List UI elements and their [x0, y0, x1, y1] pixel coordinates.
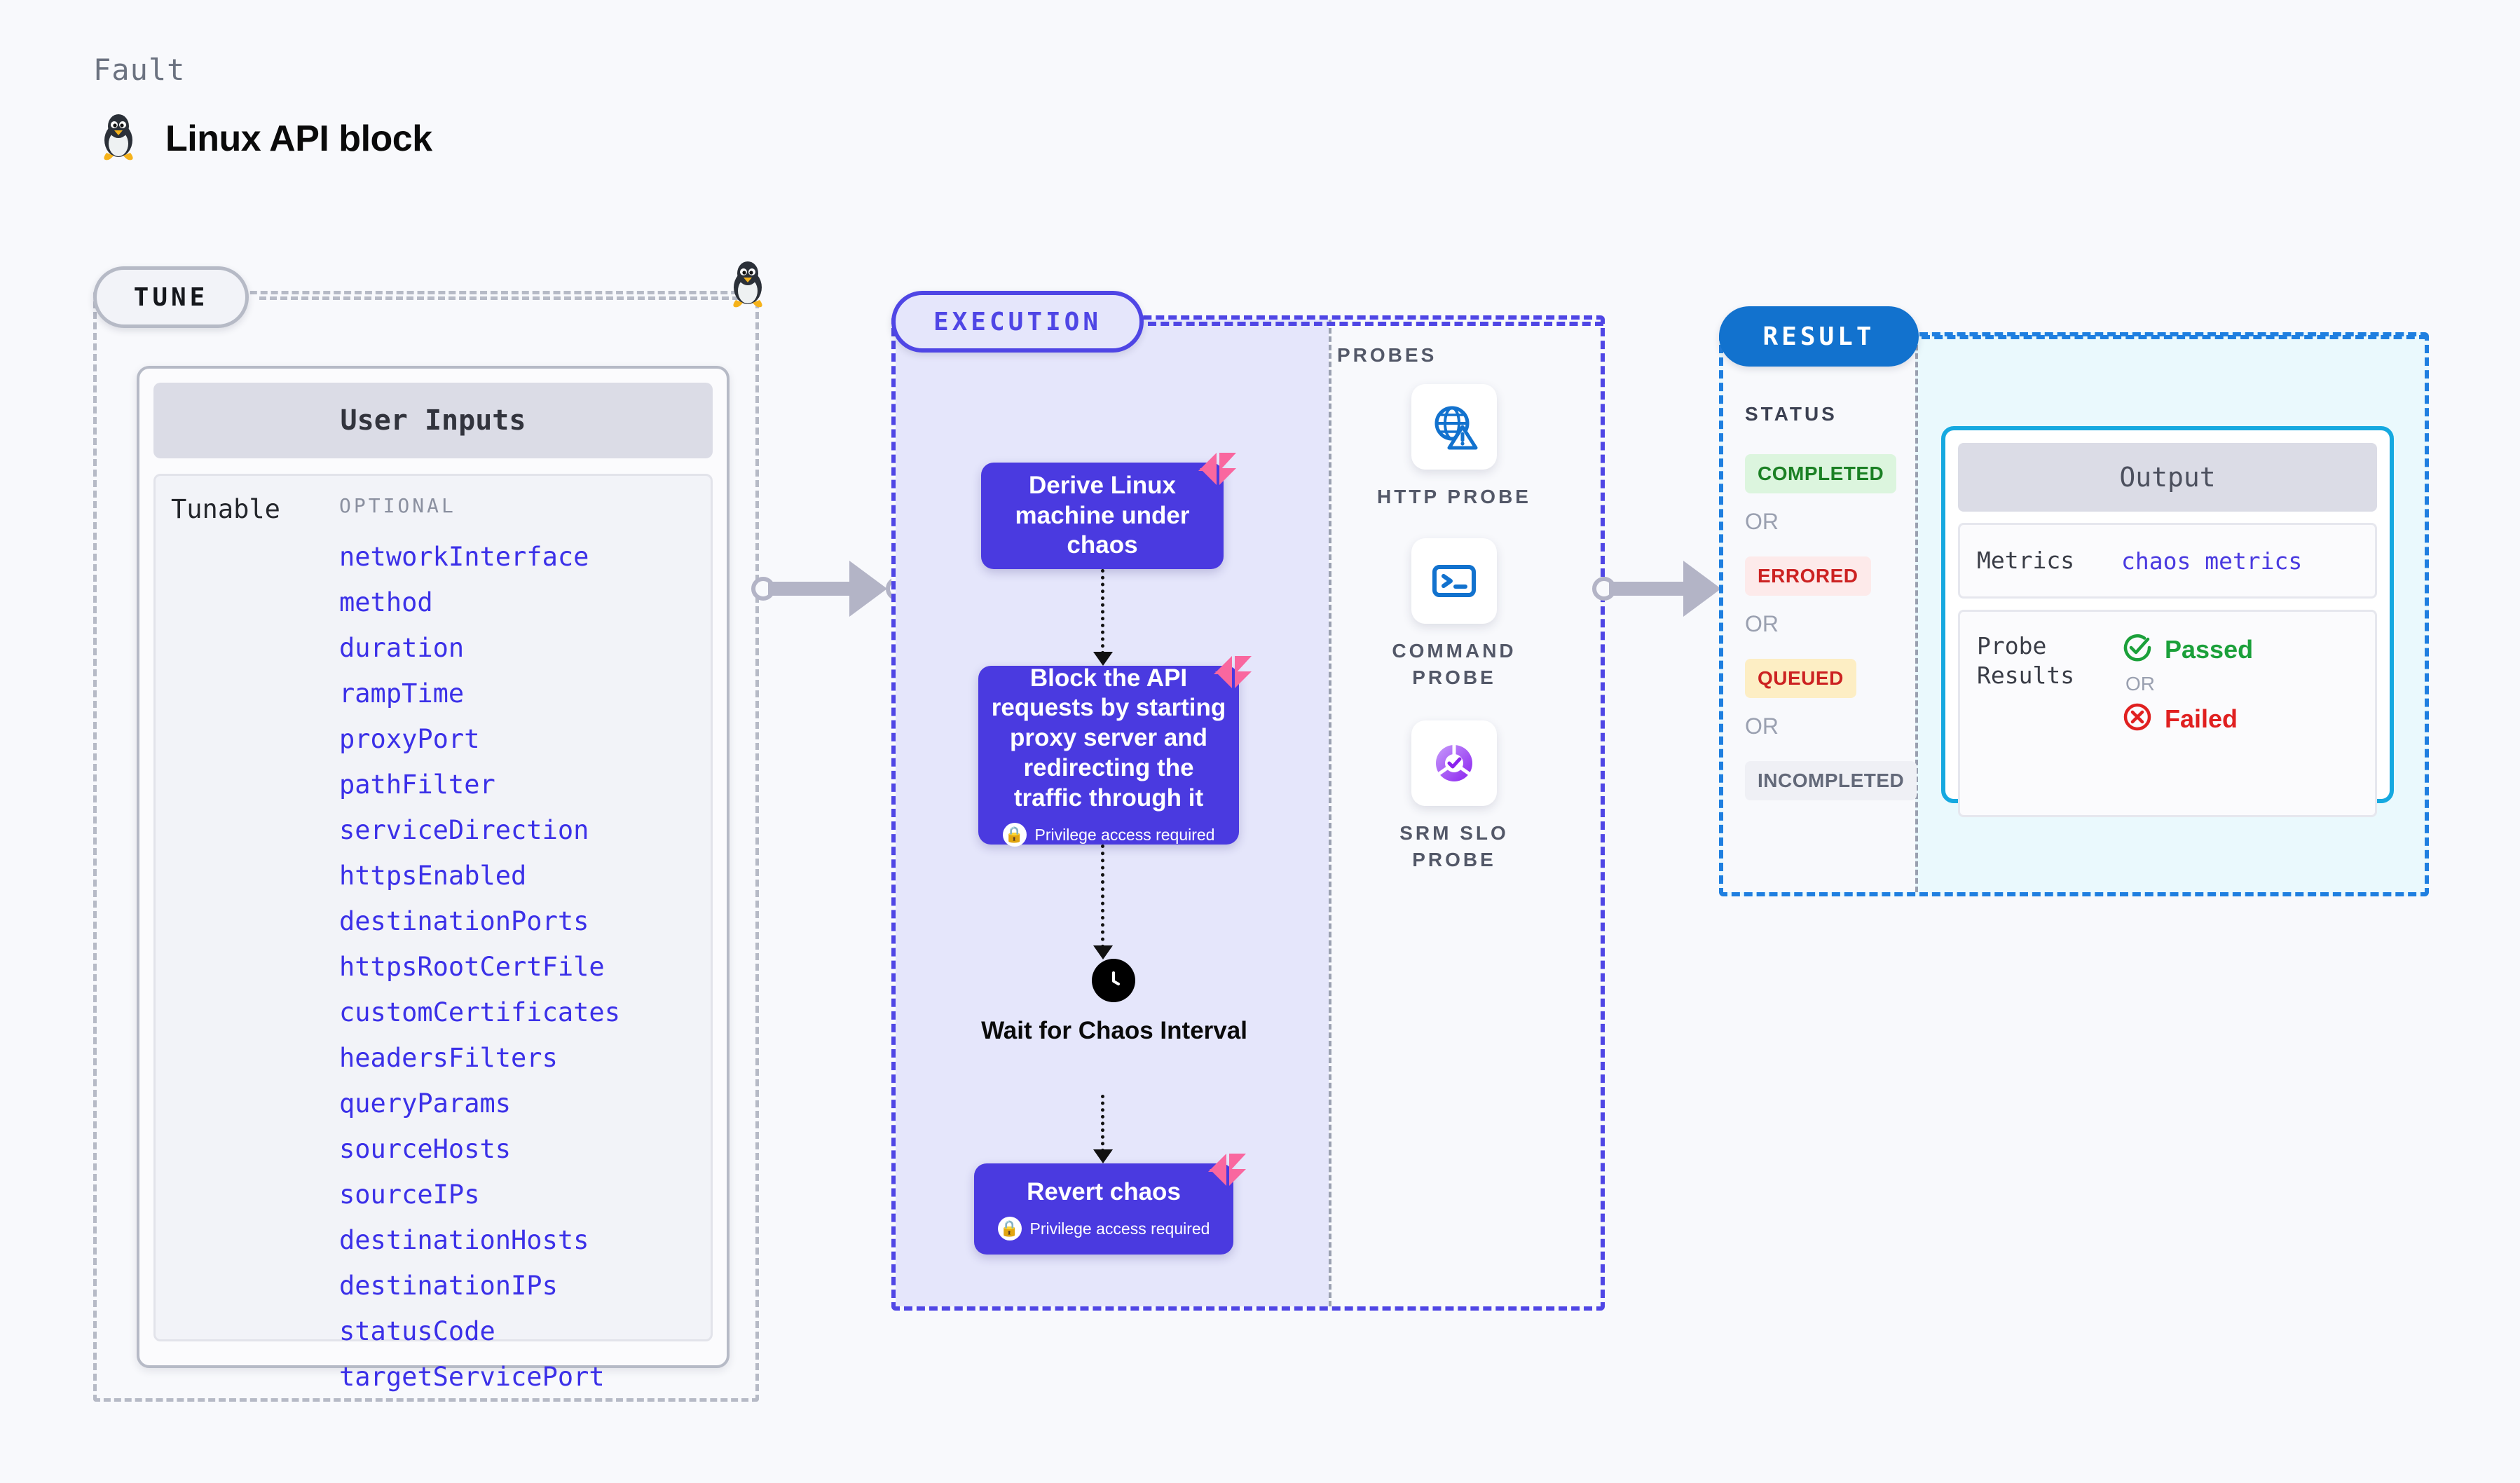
result-badge[interactable]: RESULT [1719, 306, 1919, 367]
param-item[interactable]: method [339, 587, 433, 617]
execution-leader-line [1148, 322, 1603, 326]
tunable-params-col: OPTIONAL networkInterface method duratio… [336, 494, 711, 1390]
user-inputs-card: User Inputs Tunable OPTIONAL networkInte… [137, 366, 730, 1390]
param-item[interactable]: customCertificates [339, 997, 620, 1027]
probe-srm-slo[interactable]: SRM SLO PROBE [1367, 720, 1542, 873]
flow-connector [1101, 569, 1104, 655]
flow-arrow-tip [1093, 1149, 1113, 1163]
execution-probes-divider [1329, 320, 1331, 1306]
tunable-label-col: Tunable [156, 494, 336, 1339]
status-title: STATUS [1745, 403, 1837, 425]
revert-ribbon-icon [1211, 650, 1254, 694]
param-item[interactable]: destinationHosts [339, 1225, 589, 1255]
probe-failed-label: Failed [2165, 704, 2238, 733]
tune-badge[interactable]: TUNE [93, 266, 249, 328]
status-badge: ERRORED [1745, 556, 1871, 596]
or-separator: OR [1745, 611, 1779, 636]
probe-command[interactable]: COMMAND PROBE [1367, 538, 1542, 691]
check-circle-icon [2121, 631, 2153, 667]
fault-kicker: Fault [93, 53, 186, 87]
execution-badge[interactable]: EXECUTION [891, 291, 1144, 353]
page-title-text: Linux API block [165, 118, 432, 159]
privilege-note-text: Privilege access required [1034, 826, 1215, 845]
execution-node-derive[interactable]: Derive Linux machine under chaos [981, 453, 1236, 569]
tunable-label: Tunable [171, 494, 280, 524]
output-row-metrics: Metrics chaos metrics [1958, 523, 2377, 599]
flow-arrow-tip [1093, 945, 1113, 959]
param-item[interactable]: queryParams [339, 1088, 512, 1119]
probe-results-key: Probe Results [1977, 632, 2075, 690]
privilege-note-text: Privilege access required [1029, 1219, 1210, 1238]
execution-node-label: Revert chaos [1027, 1177, 1181, 1205]
param-item[interactable]: networkInterface [339, 542, 589, 572]
tune-leader-line [259, 296, 750, 300]
param-item[interactable]: destinationPorts [339, 906, 589, 936]
flow-arrow-tip [1093, 652, 1113, 666]
lock-icon: 🔒 [1002, 823, 1027, 847]
revert-ribbon-icon [1196, 447, 1239, 491]
tune-panel [93, 291, 759, 1402]
param-item[interactable]: targetServicePort [339, 1362, 605, 1392]
page-title: Linux API block [98, 112, 432, 165]
metrics-value-link[interactable]: chaos metrics [2121, 547, 2303, 575]
execution-node-revert[interactable]: Revert chaos 🔒 Privilege access required [974, 1154, 1246, 1255]
or-separator: OR [1745, 713, 1779, 739]
status-badge: QUEUED [1745, 659, 1856, 698]
execution-node-block-api[interactable]: Block the API requests by starting proxy… [978, 656, 1252, 847]
tunable-section: Tunable OPTIONAL networkInterface method… [153, 474, 713, 1390]
param-item[interactable]: rampTime [339, 678, 465, 709]
probe-http[interactable]: HTTP PROBE [1367, 384, 1542, 510]
probe-result-passed: Passed [2121, 631, 2253, 667]
clock-icon [1092, 959, 1135, 1002]
terminal-icon [1411, 538, 1497, 624]
status-badge: COMPLETED [1745, 454, 1897, 493]
linux-penguin-icon [727, 259, 768, 315]
x-circle-icon [2121, 701, 2153, 737]
param-item[interactable]: destinationIPs [339, 1271, 558, 1301]
param-item[interactable]: serviceDirection [339, 815, 589, 845]
flow-connector [1101, 845, 1104, 948]
execution-node-label: Derive Linux machine under chaos [1015, 471, 1190, 559]
connector-tune-to-execution [751, 561, 912, 617]
linux-penguin-icon [98, 112, 139, 165]
status-badge: INCOMPLETED [1745, 761, 1917, 800]
output-card: Output Metrics chaos metrics Probe Resul… [1941, 426, 2394, 817]
globe-warning-icon [1411, 384, 1497, 470]
metrics-key: Metrics [1977, 546, 2075, 574]
flow-connector [1101, 1095, 1104, 1152]
user-inputs-heading: User Inputs [153, 383, 713, 458]
probe-result-failed: Failed [2121, 701, 2253, 737]
probe-label: HTTP PROBE [1377, 486, 1531, 507]
revert-ribbon-icon [1205, 1148, 1249, 1191]
param-item[interactable]: pathFilter [339, 770, 495, 800]
probe-results-values: Passed OR Failed [2121, 631, 2253, 737]
param-item[interactable]: duration [339, 633, 465, 663]
privilege-note: 🔒 Privilege access required [1002, 823, 1215, 847]
param-item[interactable]: headersFilters [339, 1043, 558, 1073]
param-item[interactable]: proxyPort [339, 724, 480, 754]
probe-label: COMMAND PROBE [1392, 640, 1516, 688]
output-row-probe-results: Probe Results Passed OR [1958, 610, 2377, 817]
param-item[interactable]: httpsEnabled [339, 861, 527, 891]
result-leader-line [1922, 335, 2427, 339]
result-divider [1915, 336, 1918, 892]
probe-label: SRM SLO PROBE [1399, 822, 1509, 870]
privilege-note: 🔒 Privilege access required [997, 1217, 1210, 1241]
param-item[interactable]: statusCode [339, 1316, 495, 1346]
param-item[interactable]: sourceIPs [339, 1180, 480, 1210]
or-separator: OR [2125, 673, 2155, 695]
output-heading: Output [1958, 443, 2377, 512]
param-item[interactable]: httpsRootCertFile [339, 952, 605, 982]
slo-donut-check-icon [1411, 720, 1497, 806]
probe-passed-label: Passed [2165, 634, 2254, 664]
execution-node-wait-label: Wait for Chaos Interval [981, 1017, 1247, 1044]
param-item[interactable]: sourceHosts [339, 1134, 512, 1164]
probes-title: PROBES [1337, 344, 1437, 366]
execution-node-label: Block the API requests by starting proxy… [991, 664, 1226, 812]
lock-icon: 🔒 [997, 1217, 1022, 1241]
optional-group-label: OPTIONAL [339, 494, 456, 517]
or-separator: OR [1745, 509, 1779, 534]
